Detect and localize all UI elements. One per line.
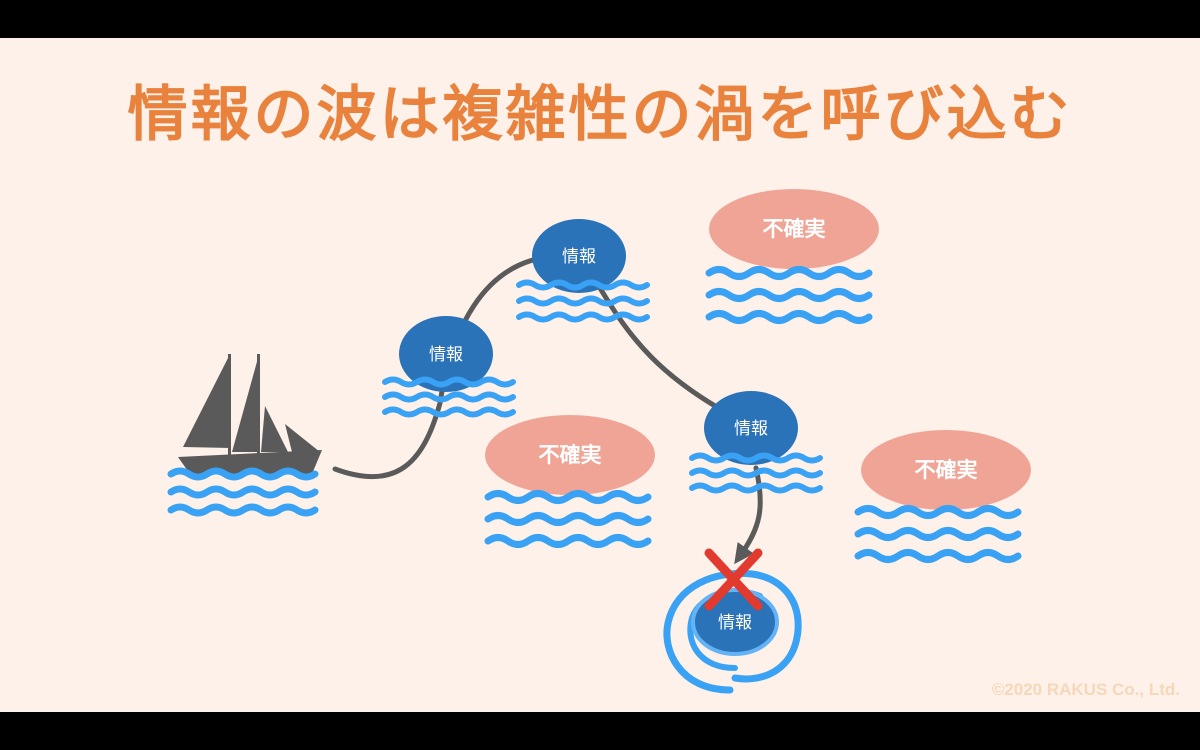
info-node: 情報	[532, 219, 626, 293]
info-node: 情報	[399, 316, 493, 392]
cross-icon	[704, 548, 763, 611]
route-arrow	[734, 465, 763, 565]
info-node: 情報	[691, 588, 779, 656]
uncertain-node-label: 不確実	[539, 443, 602, 467]
uncertain-node: 不確実	[861, 430, 1031, 510]
route-path	[332, 253, 563, 480]
wave-icon	[705, 266, 873, 324]
info-node-label: 情報	[718, 613, 752, 633]
uncertain-node-label: 不確実	[915, 458, 978, 482]
route-path	[597, 285, 743, 423]
slide-title: 情報の波は複雑性の渦を呼び込む	[127, 80, 1073, 150]
info-node-label: 情報	[429, 345, 463, 365]
info-node-label: 情報	[562, 247, 596, 267]
uncertain-node-label: 不確実	[763, 217, 826, 241]
wave-icon	[382, 376, 516, 418]
ship-icon	[178, 354, 322, 474]
info-node: 情報	[704, 391, 798, 465]
copyright-text: ©2020 RAKUS Co., Ltd.	[991, 680, 1180, 699]
wave-icon	[167, 467, 319, 517]
diagram: 情報 情報 情報 不確実	[167, 189, 1031, 694]
wave-icon	[484, 490, 652, 548]
wave-icon	[689, 452, 823, 494]
slide: 情報の波は複雑性の渦を呼び込む	[0, 38, 1200, 712]
info-node-label: 情報	[734, 419, 768, 439]
uncertain-node: 不確実	[709, 189, 879, 269]
wave-icon	[854, 505, 1022, 563]
uncertain-node: 不確実	[485, 415, 655, 495]
wave-icon	[516, 279, 650, 323]
